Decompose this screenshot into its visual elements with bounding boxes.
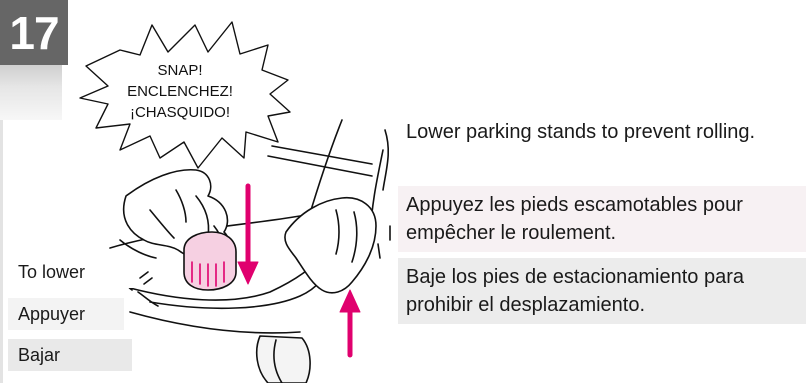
instruction-english: Lower parking stands to prevent rolling. bbox=[398, 113, 806, 151]
pedal bbox=[183, 231, 237, 291]
instruction-french: Appuyez les pieds escamotables pour empê… bbox=[398, 186, 806, 252]
wheel bbox=[255, 335, 311, 383]
left-margin-rule bbox=[0, 120, 3, 383]
step-tab-fade bbox=[0, 65, 62, 120]
action-label-english: To lower bbox=[8, 256, 136, 288]
holding-hand bbox=[284, 197, 377, 294]
action-label-french: Appuyer bbox=[8, 298, 124, 330]
snap-burst-shape bbox=[79, 21, 291, 169]
burst-text-english: SNAP! bbox=[157, 62, 203, 79]
press-down-arrow-icon bbox=[237, 183, 259, 285]
lift-up-arrow-icon bbox=[339, 289, 361, 358]
step-number-tab bbox=[0, 0, 68, 65]
frame-bar bbox=[271, 145, 373, 165]
step-number: 17 bbox=[9, 6, 59, 59]
action-label-spanish: Bajar bbox=[8, 339, 132, 371]
burst-text-spanish: ¡CHASQUIDO! bbox=[129, 104, 230, 121]
instruction-spanish: Baje los pies de estacionamiento para pr… bbox=[398, 258, 806, 324]
burst-text-french: ENCLENCHEZ! bbox=[127, 83, 233, 100]
